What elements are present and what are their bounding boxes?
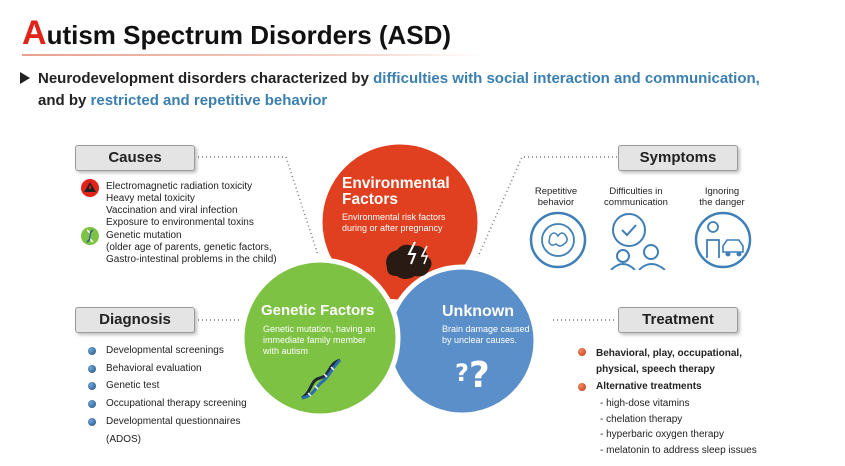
- symptom-label-line2: the danger: [699, 197, 745, 208]
- cause-item: Heavy metal toxicity: [106, 193, 195, 204]
- symptoms-header: Symptoms: [618, 145, 738, 171]
- unknown-desc: Brain damage caused by unclear causes.: [442, 324, 530, 346]
- genetic-desc-line2: immediate family member: [263, 335, 367, 345]
- symptom-label-line1: Repetitive: [534, 186, 578, 197]
- symptom-label: Difficulties in communication: [586, 186, 686, 208]
- genetic-circle: [239, 257, 401, 419]
- symptom-label: Repetitive behavior: [506, 186, 606, 208]
- causes-group2: Genetic mutation (older age of parents, …: [106, 230, 277, 266]
- bullet-icon: [88, 365, 96, 373]
- treatment-item-1-line2: physical, speech therapy: [596, 364, 715, 375]
- environmental-title-line2: Factors: [342, 191, 398, 208]
- intro-part1: Neurodevelopment disorders characterized…: [38, 70, 374, 87]
- symptom-label-line2: behavior: [537, 197, 575, 208]
- cause-item: Gastro-intestinal problems in the child): [106, 254, 277, 265]
- treatment-item-1: Behavioral, play, occupational, physical…: [596, 346, 742, 378]
- bullet-icon: [578, 383, 586, 391]
- treatment-item-1-line1: Behavioral, play, occupational,: [596, 348, 742, 359]
- bullet-icon: [88, 347, 96, 355]
- environmental-desc-line2: during or after pregnancy: [342, 223, 443, 233]
- bullet-icon: [88, 418, 96, 426]
- title-underline: [22, 54, 484, 56]
- diagnosis-item: (ADOS): [106, 434, 141, 445]
- causes-header: Causes: [75, 145, 195, 171]
- genetic-title: Genetic Factors: [261, 302, 375, 319]
- cause-item: Electromagnetic radiation toxicity: [106, 181, 253, 192]
- cause-item: Genetic mutation: [106, 230, 182, 241]
- danger-ignoring-icon: [694, 211, 752, 269]
- treatment-item-2: Alternative treatments: [596, 381, 702, 392]
- treatment-subitem: - high-dose vitamins: [600, 398, 690, 409]
- intro-part2: and by: [38, 92, 91, 109]
- symptom-label: Ignoring the danger: [672, 186, 772, 208]
- title-first-letter: A: [22, 14, 47, 52]
- treatment-header: Treatment: [618, 307, 738, 333]
- causes-group1: Electromagnetic radiation toxicity Heavy…: [106, 181, 254, 229]
- treatment-subitems: - high-dose vitamins - chelation therapy…: [600, 396, 757, 458]
- unknown-desc-line2: by unclear causes.: [442, 335, 518, 345]
- dna-helix-icon: [301, 358, 342, 400]
- unknown-desc-line1: Brain damage caused: [442, 324, 530, 334]
- cause-item: Vaccination and viral infection: [106, 205, 238, 216]
- bullet-icon: [578, 348, 586, 356]
- triangle-bullet-icon: [20, 72, 30, 84]
- diagnosis-item: Genetic test: [106, 380, 160, 391]
- causes-connector: [194, 156, 319, 256]
- brain-lightning-icon: [386, 241, 432, 279]
- bullet-icon: [88, 382, 96, 390]
- diagnosis-item: Developmental screenings: [106, 345, 224, 356]
- symptom-label-line2: communication: [604, 197, 668, 208]
- environmental-desc-line1: Environmental risk factors: [342, 212, 446, 222]
- environmental-title-line1: Environmental: [342, 175, 450, 192]
- symptom-label-line1: Ignoring: [704, 186, 740, 197]
- environmental-title: Environmental Factors: [342, 176, 450, 208]
- diagnosis-item: Occupational therapy screening: [106, 398, 247, 409]
- genetic-desc-line3: with autism: [263, 346, 309, 356]
- cause-item: (older age of parents, genetic factors,: [106, 242, 272, 253]
- diagnosis-item: Developmental questionnaires: [106, 416, 241, 427]
- diagnosis-item: Behavioral evaluation: [106, 363, 202, 374]
- dna-icon: [81, 227, 99, 245]
- treatment-subitem: - melatonin to address sleep issues: [600, 444, 757, 456]
- intro-highlight2: restricted and repetitive behavior: [90, 92, 328, 109]
- environmental-desc: Environmental risk factors during or aft…: [342, 212, 446, 234]
- communication-icon: [610, 213, 666, 270]
- title-rest: utism Spectrum Disorders (ASD): [46, 20, 452, 50]
- diagnosis-header: Diagnosis: [75, 307, 195, 333]
- brain-repetitive-icon: [529, 211, 587, 269]
- bullet-icon: [88, 400, 96, 408]
- genetic-desc-line1: Genetic mutation, having an: [263, 324, 376, 334]
- symptom-label-line1: Difficulties in: [609, 186, 663, 197]
- intro-highlight1: difficulties with social interaction and…: [373, 70, 760, 87]
- cause-item: Exposure to environmental toxins: [106, 217, 254, 228]
- radiation-warning-icon: [81, 179, 99, 197]
- page-title: Autism Spectrum Disorders (ASD): [22, 14, 451, 53]
- treatment-subitem: - hyperbaric oxygen therapy: [600, 429, 724, 440]
- intro-text: Neurodevelopment disorders characterized…: [20, 68, 830, 112]
- treatment-subitem: - chelation therapy: [600, 413, 683, 425]
- question-marks-icon: ??: [455, 355, 490, 396]
- unknown-title: Unknown: [442, 303, 514, 320]
- genetic-desc: Genetic mutation, having an immediate fa…: [263, 324, 375, 357]
